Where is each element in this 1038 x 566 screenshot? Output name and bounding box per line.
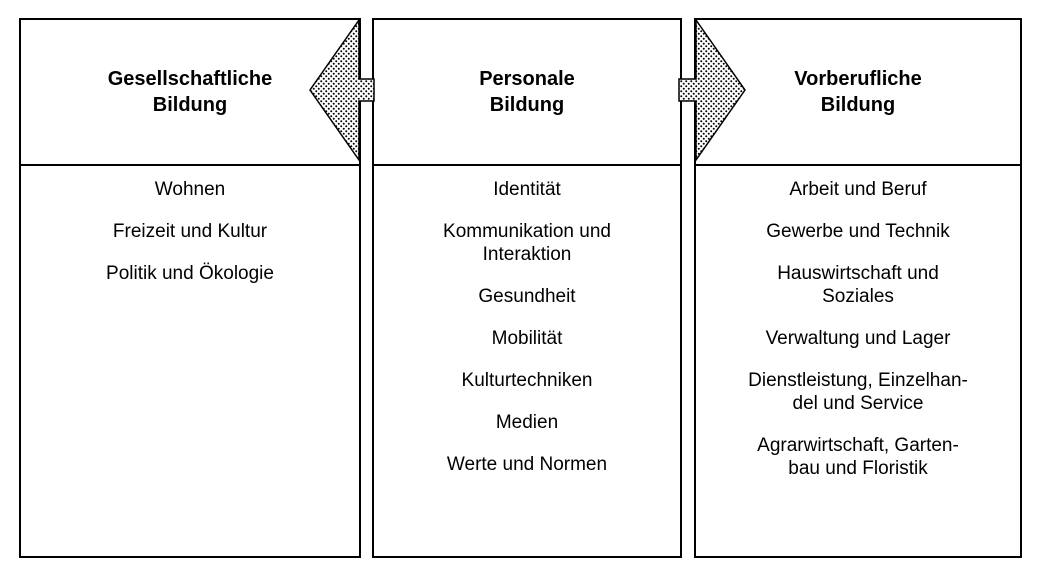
list-item: Mobilität	[491, 328, 563, 349]
list-item: Identität	[493, 179, 561, 200]
list-item: Verwaltung und Lager	[765, 328, 951, 349]
list-item: Gewerbe und Technik	[766, 221, 950, 242]
list-item: Kommunikation und Interaktion	[443, 221, 611, 265]
topic-list: Arbeit und Beruf Gewerbe und Technik Hau…	[696, 166, 1020, 556]
list-item: Kulturtechniken	[461, 370, 593, 391]
list-item: Gesundheit	[478, 286, 576, 307]
list-item: Medien	[495, 412, 559, 433]
list-item: Agrarwirtschaft, Garten- bau und Florist…	[757, 435, 959, 479]
list-item: Dienstleistung, Einzelhan- del und Servi…	[748, 370, 968, 414]
column-header: Gesellschaftliche Bildung	[21, 20, 359, 166]
topic-list: Wohnen Freizeit und Kultur Politik und Ö…	[21, 166, 359, 556]
column-title: Vorberufliche Bildung	[794, 68, 922, 116]
list-item: Arbeit und Beruf	[789, 179, 927, 200]
list-item: Werte und Normen	[446, 454, 608, 475]
column-header: Personale Bildung	[374, 20, 680, 166]
column-gesellschaftliche-bildung: Gesellschaftliche Bildung Wohnen Freizei…	[19, 18, 361, 558]
column-title: Gesellschaftliche Bildung	[107, 68, 273, 116]
column-title: Personale Bildung	[479, 68, 575, 116]
column-vorberufliche-bildung: Vorberufliche Bildung Arbeit und Beruf G…	[694, 18, 1022, 558]
column-personale-bildung: Personale Bildung Identität Kommunikatio…	[372, 18, 682, 558]
list-item: Wohnen	[154, 179, 226, 200]
topic-list: Identität Kommunikation und Interaktion …	[374, 166, 680, 556]
list-item: Politik und Ökologie	[106, 263, 274, 284]
list-item: Freizeit und Kultur	[112, 221, 268, 242]
column-header: Vorberufliche Bildung	[696, 20, 1020, 166]
list-item: Hauswirtschaft und Soziales	[777, 263, 939, 307]
